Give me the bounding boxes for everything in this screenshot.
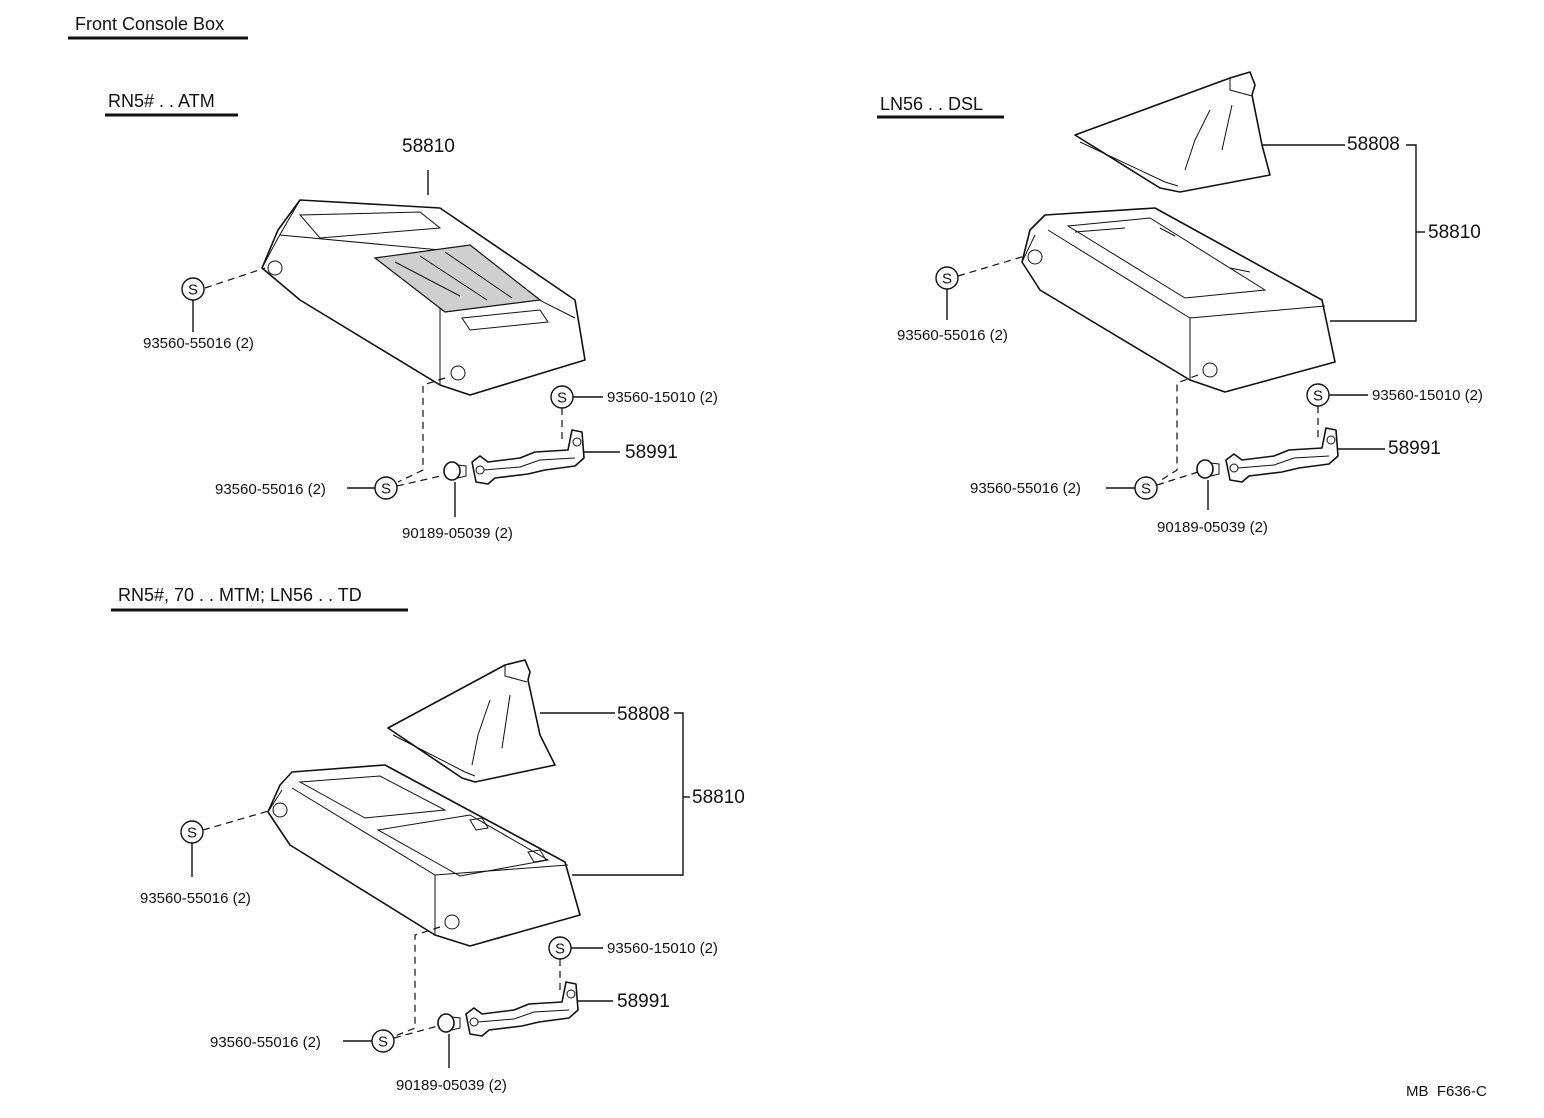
label-console: 58810 [692, 787, 745, 808]
label-screw-bracket: 93560-15010 (2) [607, 940, 718, 957]
screw-icon: S [371, 1029, 395, 1053]
bracket-illustration [471, 429, 585, 485]
label-clip: 90189-05039 (2) [396, 1077, 507, 1094]
console-box-illustration [1021, 207, 1336, 393]
screw-icon: S [374, 476, 398, 500]
diagram-title: Front Console Box [75, 14, 224, 34]
label-clip: 90189-05039 (2) [402, 525, 513, 542]
screw-icon: S [550, 385, 574, 409]
clip-icon [443, 461, 467, 481]
section-dsl: LN56 . . DSL 58808 58810 S [877, 71, 1483, 536]
label-bracket: 58991 [1388, 438, 1441, 459]
label-screw-bottom: 93560-55016 (2) [970, 480, 1081, 497]
section-atm: RN5# . . ATM 58810 S 93560-55016 (2) [105, 91, 718, 542]
label-bracket: 58991 [625, 442, 678, 463]
console-box-illustration [267, 764, 581, 947]
label-screw-left: 93560-55016 (2) [140, 890, 251, 907]
screw-icon: S [1134, 476, 1158, 500]
bracket-illustration [465, 981, 579, 1037]
shift-boot-illustration [1074, 71, 1271, 193]
console-box-illustration [261, 170, 586, 396]
svg-text:S: S [1313, 388, 1323, 405]
section-mtm-td: RN5#, 70 . . MTM; LN56 . . TD 58808 5881… [111, 585, 745, 1094]
clip-icon [1196, 459, 1220, 479]
svg-text:S: S [1141, 481, 1151, 498]
svg-text:S: S [378, 1034, 388, 1051]
section-heading: RN5# . . ATM [108, 91, 215, 111]
bracket-illustration [1225, 427, 1339, 483]
clip-icon [437, 1013, 461, 1033]
svg-text:S: S [188, 282, 198, 299]
label-screw-left: 93560-55016 (2) [143, 335, 254, 352]
screw-icon: S [180, 820, 204, 844]
label-clip: 90189-05039 (2) [1157, 519, 1268, 536]
label-console: 58810 [402, 136, 455, 157]
drawing-code: MB F636-C [1406, 1083, 1487, 1100]
screw-icon: S [935, 266, 959, 290]
label-screw-bracket: 93560-15010 (2) [1372, 387, 1483, 404]
svg-text:S: S [187, 825, 197, 842]
label-screw-bottom: 93560-55016 (2) [215, 481, 326, 498]
shift-boot-illustration [387, 659, 556, 783]
label-console: 58810 [1428, 222, 1481, 243]
screw-icon: S [548, 936, 572, 960]
section-heading: RN5#, 70 . . MTM; LN56 . . TD [118, 585, 362, 605]
label-screw-bracket: 93560-15010 (2) [607, 389, 718, 406]
svg-text:S: S [381, 481, 391, 498]
label-boot: 58808 [617, 704, 670, 725]
label-boot: 58808 [1347, 134, 1400, 155]
screw-icon: S [1306, 383, 1330, 407]
label-screw-bottom: 93560-55016 (2) [210, 1034, 321, 1051]
section-heading: LN56 . . DSL [880, 94, 983, 114]
svg-text:S: S [555, 941, 565, 958]
label-bracket: 58991 [617, 991, 670, 1012]
svg-text:S: S [942, 271, 952, 288]
svg-text:S: S [557, 390, 567, 407]
label-screw-left: 93560-55016 (2) [897, 327, 1008, 344]
screw-icon: S [181, 277, 205, 301]
